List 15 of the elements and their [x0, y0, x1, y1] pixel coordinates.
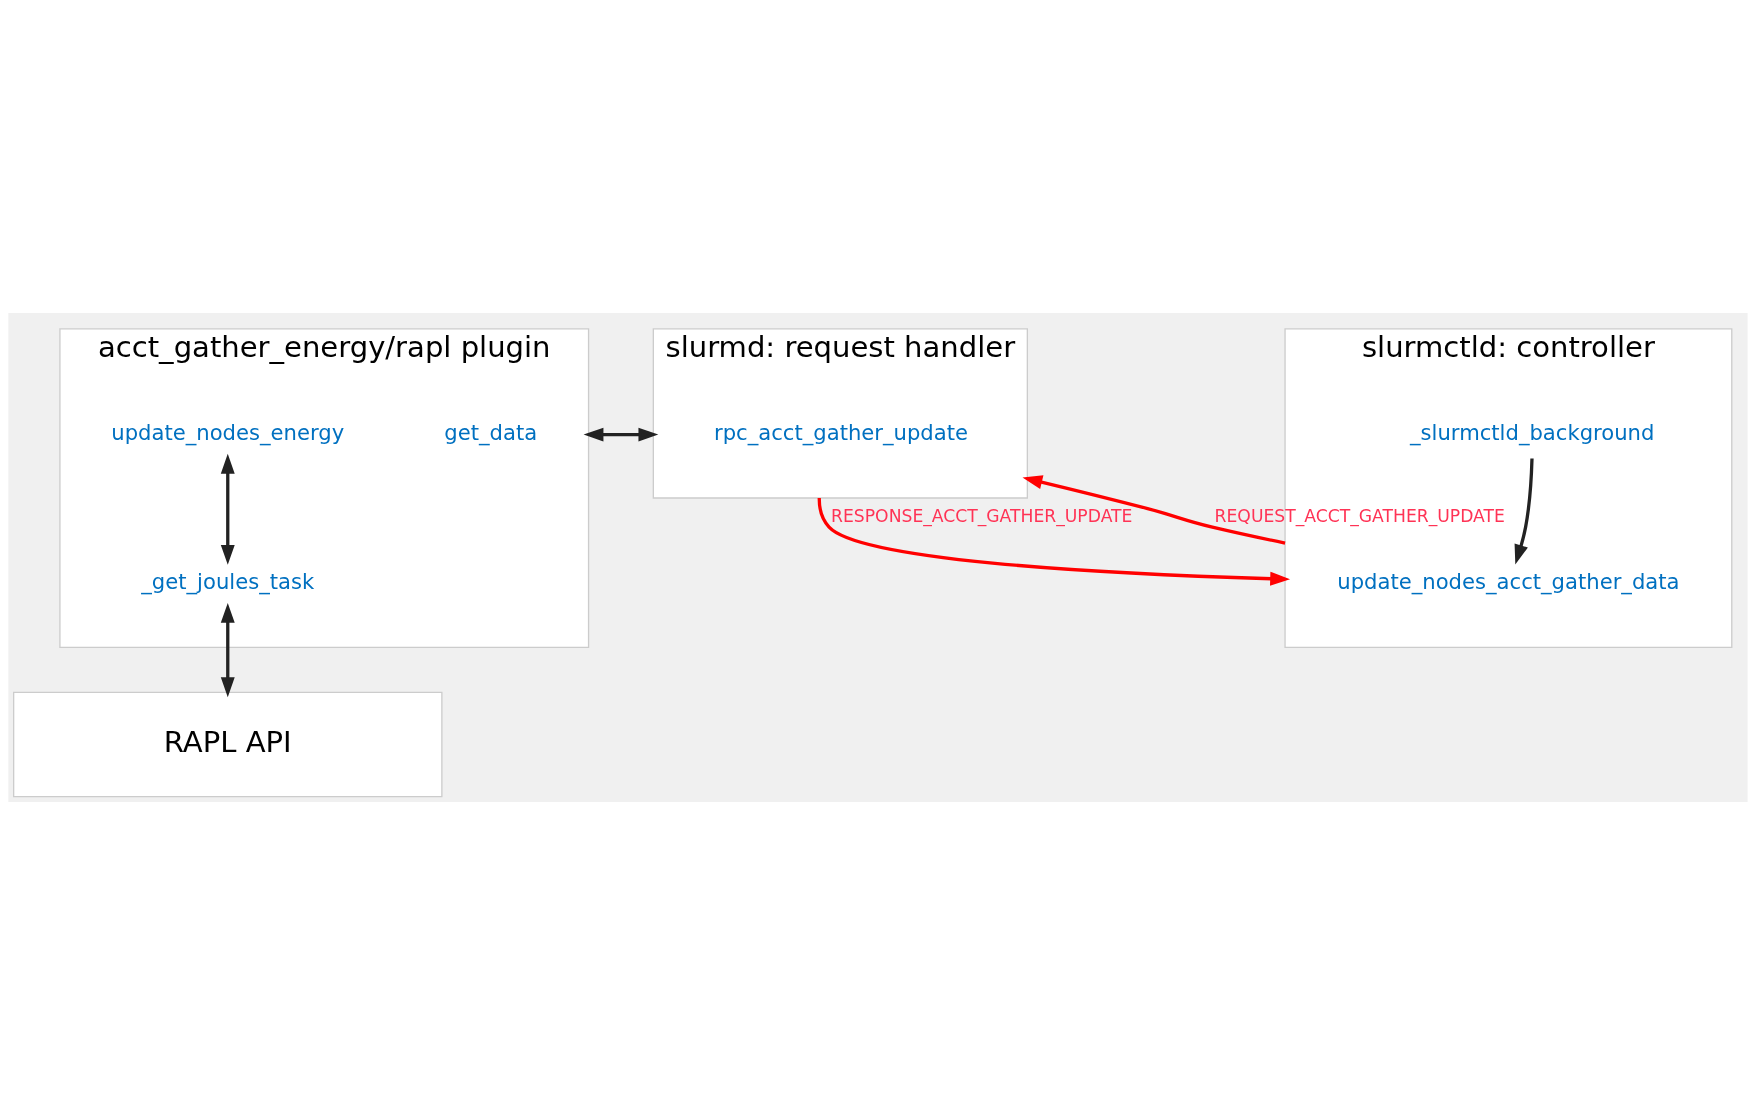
node-text: get_data: [444, 419, 538, 445]
node-text: rpc_acct_gather_update: [713, 419, 968, 445]
arrow: [220, 453, 235, 565]
arrow: [1022, 474, 1286, 545]
node-box: RAPL API: [13, 691, 443, 797]
edge-label: RESPONSE_ACCT_GATHER_UPDATE: [831, 505, 1133, 526]
arrow: [583, 427, 659, 442]
arrow: [220, 602, 235, 697]
arrow: [817, 497, 1291, 586]
node-text: _slurmctld_background: [1410, 419, 1655, 445]
node-text: update_nodes_energy: [111, 419, 345, 445]
node-text: update_nodes_acct_gather_data: [1337, 568, 1680, 594]
edge-label: REQUEST_ACCT_GATHER_UPDATE: [1214, 505, 1505, 526]
arrow: [1514, 458, 1534, 564]
node-text: _get_joules_task: [141, 568, 315, 594]
